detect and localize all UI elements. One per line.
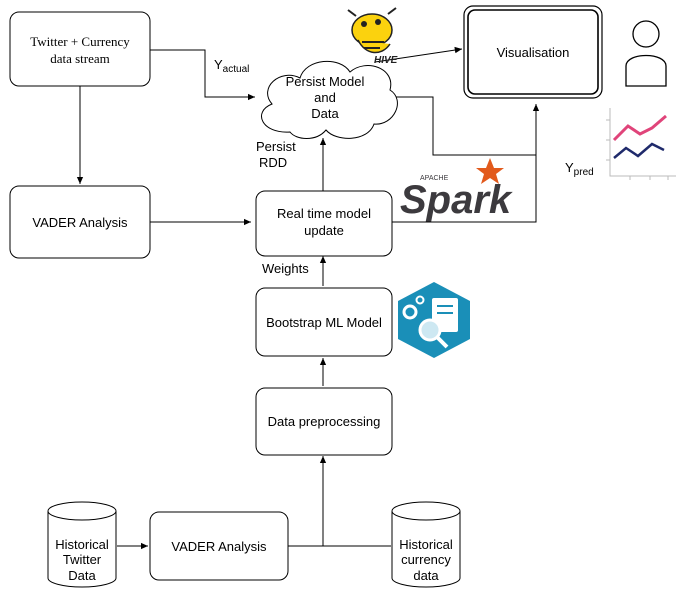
spark-logo-icon: Spark APACHE [400, 158, 513, 222]
vader-top-label: VADER Analysis [32, 215, 128, 230]
user-icon [625, 20, 667, 87]
edge-persist-to-vis [392, 96, 540, 156]
visualisation-label: Visualisation [497, 45, 570, 60]
hive-logo-text: HIVE [374, 55, 398, 66]
ml-service-icon [398, 282, 470, 358]
edge-persist-top-to-vis [374, 46, 463, 63]
bootstrap-label: Bootstrap ML Model [266, 315, 382, 330]
hist-twitter-line3: Data [68, 568, 96, 583]
node-realtime: Real time model update [255, 190, 393, 257]
spark-logo-text: Spark [400, 178, 513, 222]
hive-logo-icon: HIVE [347, 7, 398, 66]
yactual-label: Yactual [214, 57, 249, 75]
node-historical-currency: Historical currency data [391, 501, 461, 588]
hist-currency-line2: currency [401, 552, 451, 567]
realtime-line2: update [304, 223, 344, 238]
twitter-stream-line1: Twitter + Currency [30, 34, 130, 49]
spark-apache-text: APACHE [420, 175, 449, 182]
persist-rdd-line2: RDD [259, 155, 287, 170]
hist-currency-line3: data [413, 568, 439, 583]
persist-rdd-line1: Persist [256, 139, 296, 154]
edge-realtime-to-vis [392, 155, 537, 223]
vader-bottom-label: VADER Analysis [171, 539, 267, 554]
edge-stream-to-persist [150, 49, 255, 101]
node-preprocess: Data preprocessing [255, 387, 393, 456]
ypred-label: Ypred [565, 160, 594, 178]
line-chart-icon [606, 108, 676, 180]
preprocess-label: Data preprocessing [268, 414, 381, 429]
persist-line1: Persist Model [286, 74, 365, 89]
node-vader-top: VADER Analysis [9, 185, 151, 259]
persist-line3: Data [311, 106, 339, 121]
node-vader-bottom: VADER Analysis [149, 511, 289, 581]
hist-twitter-line1: Historical [55, 537, 109, 552]
realtime-line1: Real time model [277, 206, 371, 221]
node-twitter-stream: Twitter + Currency data stream [9, 11, 151, 87]
hist-currency-line1: Historical [399, 537, 453, 552]
hist-twitter-line2: Twitter [63, 552, 102, 567]
node-bootstrap: Bootstrap ML Model [255, 287, 393, 357]
twitter-stream-line2: data stream [50, 51, 110, 66]
persist-line2: and [314, 90, 336, 105]
weights-label: Weights [262, 261, 309, 276]
node-visualisation: Visualisation [463, 5, 603, 99]
edges [76, 46, 540, 550]
node-persist-cloud: Persist Model and Data [261, 60, 398, 139]
node-historical-twitter: Historical Twitter Data [47, 501, 117, 588]
